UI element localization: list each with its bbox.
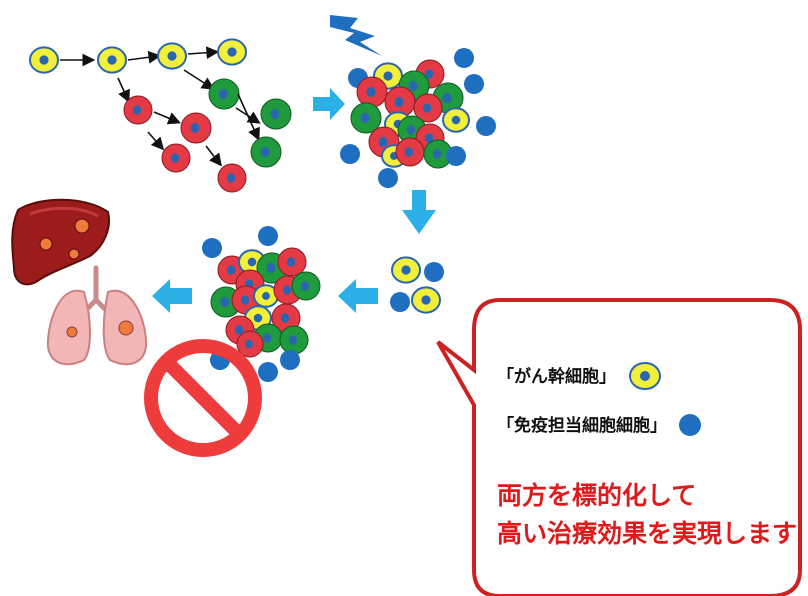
legend-cancer-stem-cell-label: 「がん幹細胞」 bbox=[497, 366, 616, 387]
immune-cell bbox=[476, 116, 496, 136]
green-cell bbox=[208, 78, 240, 110]
red-cell bbox=[236, 330, 264, 358]
lungs-icon bbox=[46, 265, 148, 366]
immune-cell bbox=[464, 74, 484, 94]
prohibit-icon bbox=[144, 339, 262, 457]
red-cell bbox=[413, 93, 443, 123]
blue-arrow-right bbox=[313, 88, 345, 120]
lineage-arrow bbox=[237, 93, 260, 141]
tumor-cluster-bottom bbox=[202, 226, 321, 382]
lineage-arrow bbox=[183, 69, 215, 90]
liver-icon bbox=[11, 198, 110, 286]
lineage-arrow bbox=[147, 131, 165, 151]
red-cell bbox=[384, 86, 416, 118]
callout-bubble bbox=[436, 298, 802, 596]
lineage-arrow bbox=[127, 50, 162, 64]
blue-arrow-left-metastasis bbox=[152, 279, 192, 313]
stem-cell bbox=[157, 42, 187, 70]
immune-cell bbox=[202, 238, 222, 258]
immune-cell bbox=[454, 48, 474, 68]
stem-cell bbox=[253, 284, 279, 308]
blue-arrow-down bbox=[402, 190, 436, 234]
red-cell bbox=[395, 137, 425, 167]
immune-cell bbox=[280, 350, 300, 370]
lineage-arrow bbox=[117, 77, 130, 103]
stem-cell-origin bbox=[29, 46, 59, 74]
immune-cell bbox=[258, 226, 278, 246]
immune-cell bbox=[446, 146, 466, 166]
headline-line-2: 高い治療効果を実現します bbox=[497, 519, 797, 548]
stem-cell bbox=[217, 38, 247, 66]
legend-stem-cell-icon bbox=[629, 362, 661, 390]
surviving-stem-cell bbox=[411, 286, 441, 314]
surviving-stem-cell bbox=[391, 256, 421, 284]
red-cell bbox=[123, 95, 153, 125]
green-cell bbox=[291, 271, 321, 301]
red-cell bbox=[161, 143, 191, 173]
surviving-cells-group bbox=[390, 256, 444, 314]
surviving-immune-cell bbox=[390, 292, 410, 312]
green-cell bbox=[250, 136, 282, 168]
legend-immune-cell-icon bbox=[679, 414, 701, 436]
green-cell bbox=[260, 98, 292, 130]
green-cell bbox=[423, 139, 453, 169]
immune-cell bbox=[378, 168, 398, 188]
lineage-arrow bbox=[205, 145, 222, 167]
green-cell bbox=[350, 102, 382, 134]
lightning-icon bbox=[330, 15, 382, 56]
immune-cell bbox=[340, 144, 360, 164]
stem-cell bbox=[97, 46, 127, 74]
lineage-arrow bbox=[153, 111, 181, 125]
red-cell bbox=[356, 76, 388, 108]
red-cell bbox=[271, 303, 301, 333]
red-cell bbox=[217, 163, 247, 193]
legend-immune-cell-label: 「免疫担当細胞細胞」 bbox=[497, 415, 667, 436]
cell-lineage-group bbox=[29, 38, 292, 193]
stem-cell bbox=[442, 107, 470, 133]
blue-arrow-left-middle bbox=[338, 279, 378, 313]
lineage-arrow bbox=[187, 46, 220, 60]
green-cell bbox=[279, 325, 309, 355]
immune-cell bbox=[258, 362, 278, 382]
surviving-immune-cell bbox=[424, 262, 444, 282]
red-cell bbox=[277, 247, 307, 277]
tumor-cluster-top bbox=[340, 48, 496, 188]
red-cell bbox=[180, 112, 212, 144]
headline-line-1: 両方を標的化して bbox=[497, 481, 696, 510]
